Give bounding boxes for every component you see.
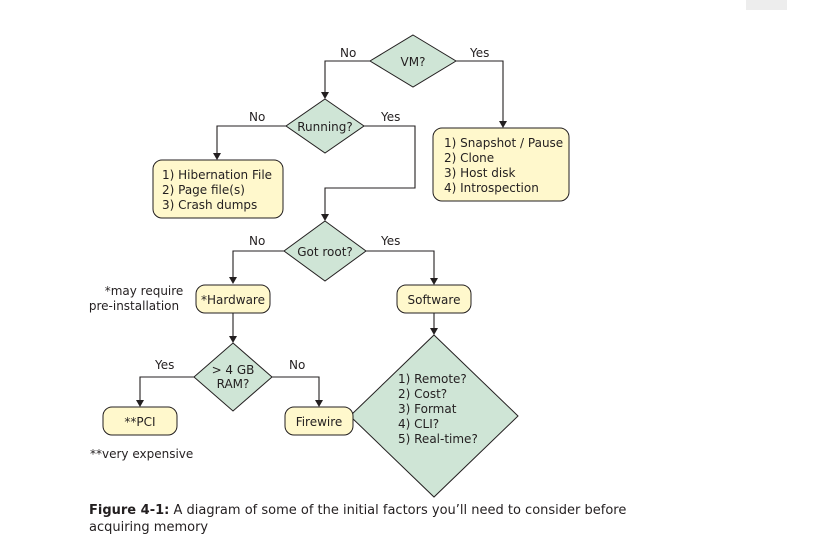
box-shape [432,127,570,202]
decision-criteria-line: 2) Cost? [398,387,447,401]
corner-block [746,0,787,10]
note-preinstall-line: *may require [105,284,184,298]
note-expensive: **very expensive [90,447,193,461]
decision-vm: VM? [369,34,457,88]
box-shape [195,284,271,314]
box-offline-files-line: 3) Crash dumps [162,198,257,212]
diamond-shape [193,342,273,412]
box-shape [152,159,284,219]
arrowhead [213,153,221,160]
decision-got-root-label: Got root? [297,245,353,259]
box-firewire-label: Firewire [296,415,343,429]
box-shape [102,406,178,436]
box-vm-methods-line: 2) Clone [444,151,494,165]
arrowhead [315,400,323,407]
diamond-shape [285,98,365,154]
arrowhead [229,336,237,343]
edge-label-running-no: No [249,110,265,124]
box-software: Software [396,284,472,314]
box-shape [396,284,472,314]
box-pci: **PCI [102,406,178,436]
decision-ram-line: > 4 GB [212,363,255,377]
decision-criteria-line: 1) Remote? [398,372,467,386]
box-hardware-label: *Hardware [201,293,265,307]
edge-label-root-yes: Yes [380,234,400,248]
decision-running-label: Running? [297,120,353,134]
box-shape [284,406,354,436]
decision-ram-line: RAM? [217,377,250,391]
figure-caption-text: A diagram of some of the initial factors… [89,503,627,535]
decision-criteria-line: 4) CLI? [398,417,439,431]
arrowhead [321,214,329,221]
figure-label: Figure 4-1: [89,503,170,518]
figure-caption: Figure 4-1: A diagram of some of the ini… [89,502,649,536]
decision-running: Running? [285,98,365,154]
note-preinstall-line: pre-installation [89,299,179,313]
box-vm-methods-line: 3) Host disk [444,166,515,180]
edge-vm-no [324,60,370,93]
edge-label-running-yes: Yes [380,110,400,124]
diamond-shape [349,334,519,498]
box-offline-files: 1) Hibernation File 2) Page file(s) 3) C… [152,159,284,219]
edge-ram-yes [139,376,194,401]
box-vm-methods-line: 1) Snapshot / Pause [444,136,563,150]
edge-root-no [232,250,284,278]
decision-got-root: Got root? [283,220,367,282]
edge-label-vm-no: No [340,46,356,60]
decision-criteria-line: 5) Real-time? [398,432,478,446]
diamond-shape [369,34,457,88]
diamond-shape [283,220,367,282]
arrowhead [136,400,144,407]
decision-software-criteria: 1) Remote? 2) Cost? 3) Format 4) CLI? 5)… [349,334,519,498]
box-hardware: *Hardware [195,284,271,314]
box-pci-label: **PCI [124,415,155,429]
decision-vm-label: VM? [401,55,426,69]
edge-label-ram-no: No [289,358,305,372]
arrowhead [499,121,507,128]
edge-label-vm-yes: Yes [469,46,489,60]
arrowhead [430,278,438,285]
edge-label-root-no: No [249,234,265,248]
arrowhead [321,92,329,99]
box-vm-methods: 1) Snapshot / Pause 2) Clone 3) Host dis… [432,127,570,202]
edge-root-yes [366,250,435,279]
box-firewire: Firewire [284,406,354,436]
arrowhead [229,277,237,284]
box-offline-files-line: 2) Page file(s) [162,183,245,197]
edge-label-ram-yes: Yes [154,358,174,372]
edge-ram-no [272,376,320,401]
box-software-label: Software [408,293,461,307]
decision-criteria-line: 3) Format [398,402,457,416]
arrowhead [430,328,438,335]
edge-running-yes [324,125,416,215]
box-vm-methods-line: 4) Introspection [444,181,539,195]
decision-ram: > 4 GB RAM? [193,342,273,412]
edge-vm-yes [456,60,504,122]
edge-running-no [216,125,286,154]
box-offline-files-line: 1) Hibernation File [162,168,272,182]
